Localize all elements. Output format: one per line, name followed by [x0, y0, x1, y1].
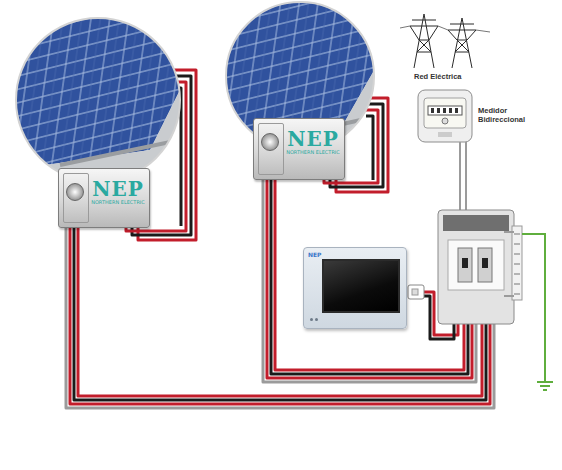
- brand-block: NEPNORTHERN ELECTRIC: [284, 129, 342, 156]
- caption-label: Medidor Bidireccional: [478, 106, 538, 124]
- transmission-towers-part: [410, 14, 438, 68]
- distribution-box-part: [448, 240, 504, 290]
- bidirectional-meter-part: [455, 108, 458, 113]
- dc-switch: [261, 133, 279, 151]
- bidirectional-meter-part: [431, 108, 434, 113]
- bidirectional-meter-part: [437, 108, 440, 113]
- brand-logo: NEP: [89, 179, 147, 199]
- bidirectional-meter-part: [428, 106, 462, 115]
- microinverter-box: NEPNORTHERN ELECTRIC: [253, 118, 345, 180]
- distribution-box-part: [504, 232, 514, 296]
- ground-symbol: [522, 234, 553, 390]
- transmission-towers: [400, 14, 490, 68]
- power-plug: [408, 285, 424, 299]
- brand-logo: NEP: [284, 129, 342, 149]
- panel-wiring-part: [366, 116, 373, 180]
- solar-panel-inset-part-part: [220, 60, 380, 160]
- status-led: [315, 318, 318, 321]
- monitor-box: NEP: [303, 247, 407, 329]
- meter-wiring-part: [459, 142, 461, 212]
- brand-block: NEPNORTHERN ELECTRIC: [89, 179, 147, 206]
- caption-label: Red Eléctrica: [414, 72, 494, 81]
- bidirectional-meter-part: [443, 108, 446, 113]
- bidirectional-meter: [418, 90, 472, 142]
- solar-panel-inset-part-part: [10, 10, 190, 190]
- power-plug-part: [408, 285, 424, 299]
- ground-symbol-part: [537, 382, 553, 390]
- distribution-box-part: [514, 234, 520, 294]
- solar-panel-inset-part-part: [220, 0, 380, 160]
- distribution-box-part: [482, 258, 488, 268]
- meter-wiring-part: [465, 142, 467, 212]
- solar-panel-inset-part: [220, 0, 380, 160]
- dc-switch: [66, 183, 84, 201]
- transmission-towers-part: [448, 18, 476, 68]
- display-screen: [322, 259, 400, 313]
- bidirectional-meter-part: [424, 98, 466, 128]
- distribution-box-part: [512, 226, 522, 300]
- distribution-box-part: [462, 258, 468, 268]
- power-plug-part: [412, 289, 418, 295]
- ac-wiring-part: [275, 178, 464, 370]
- bidirectional-meter-part: [438, 132, 452, 137]
- solar-panel-inset-part: [16, 18, 180, 182]
- ground-symbol-part: [522, 234, 545, 382]
- solar-panel-inset: [10, 10, 190, 190]
- microinverter-box: NEPNORTHERN ELECTRIC: [58, 168, 150, 228]
- distribution-box-part: [438, 210, 514, 324]
- bidirectional-meter-part: [449, 108, 452, 113]
- brand-subtitle: NORTHERN ELECTRIC: [284, 149, 342, 156]
- bidirectional-meter-part: [442, 118, 448, 124]
- distribution-box-part: [458, 248, 472, 282]
- status-led: [310, 318, 313, 321]
- distribution-box-part: [443, 215, 509, 231]
- bidirectional-meter-part: [418, 90, 472, 142]
- transmission-towers-part: [400, 26, 490, 32]
- solar-panel-inset-part: [10, 10, 190, 190]
- distribution-box-part: [478, 248, 492, 282]
- brand-subtitle: NORTHERN ELECTRIC: [89, 199, 147, 206]
- meter-wiring: [460, 142, 466, 212]
- distribution-box: [438, 210, 522, 324]
- brand-logo: NEP: [308, 251, 322, 258]
- solar-panel-inset: [220, 0, 380, 160]
